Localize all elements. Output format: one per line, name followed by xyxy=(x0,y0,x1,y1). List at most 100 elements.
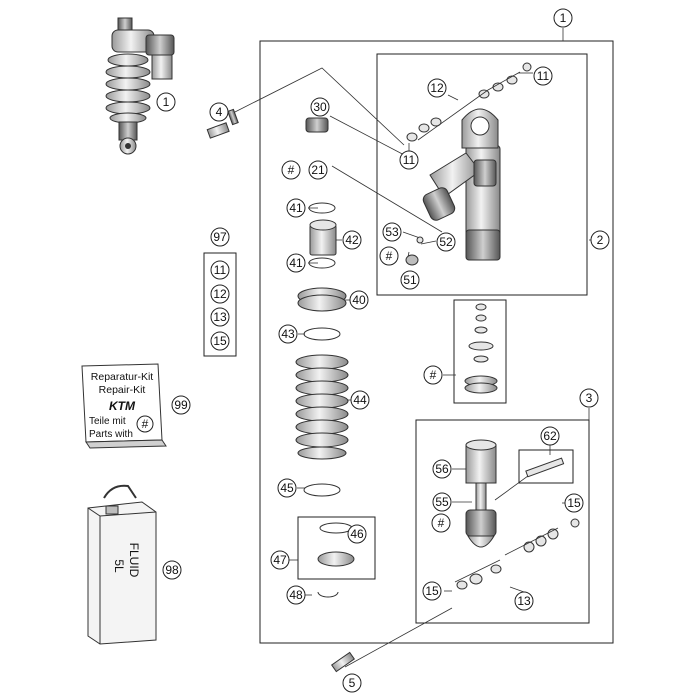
callout-97-text: 97 xyxy=(213,230,227,244)
callout-48 xyxy=(286,585,306,605)
callout-11a-text: 11 xyxy=(537,69,550,83)
callout-46-text: 46 xyxy=(350,527,364,541)
callout-56-text: 56 xyxy=(435,462,449,476)
spring-icon xyxy=(295,354,349,460)
callout-99 xyxy=(171,395,191,415)
kit97-15 xyxy=(210,331,230,351)
callout-62-text: 62 xyxy=(543,429,557,443)
callouts xyxy=(156,8,610,693)
callout-5 xyxy=(342,673,362,693)
assembly-2-frame xyxy=(376,53,588,296)
repair-kit-line3: Teile mit xyxy=(89,416,126,427)
callout-3-text: 3 xyxy=(586,391,593,405)
kit97-11-text: 11 xyxy=(214,263,227,277)
callout-2 xyxy=(590,230,610,250)
callout-41a-text: 41 xyxy=(289,201,303,215)
repair-kit-line2: Repair-Kit xyxy=(99,384,146,396)
main-assembly-frame xyxy=(259,40,614,644)
fluid-can-icon: FLUID 5L xyxy=(87,484,157,645)
callout-53-text: 53 xyxy=(385,225,399,239)
callout-42 xyxy=(342,230,362,250)
callout-15b-text: 15 xyxy=(425,584,439,598)
callout-hash-21 xyxy=(281,160,301,180)
repair-kit-card-icon: Reparatur-Kit Repair-Kit KTM Teile mit P… xyxy=(81,363,167,449)
callout-15b xyxy=(422,581,442,601)
callout-1-top xyxy=(553,8,573,28)
callout-41b-text: 41 xyxy=(289,256,303,270)
callout-41a xyxy=(286,198,306,218)
washer-group-frame xyxy=(297,516,376,580)
callout-hash-55-text: # xyxy=(438,516,445,530)
callout-4 xyxy=(209,102,229,122)
callout-3 xyxy=(579,388,599,408)
repair-kit-line1: Reparatur-Kit xyxy=(91,371,154,383)
piston-rod-assembly xyxy=(454,439,580,590)
callout-98-text: 98 xyxy=(165,563,179,577)
callout-21-text: 21 xyxy=(311,163,325,177)
callout-4-text: 4 xyxy=(216,105,223,119)
callout-13 xyxy=(514,591,534,611)
leader-lines xyxy=(228,28,600,683)
callout-43 xyxy=(278,324,298,344)
callout-51-text: 51 xyxy=(403,273,417,287)
callout-43-text: 43 xyxy=(281,327,295,341)
kit-97-frame xyxy=(203,252,237,357)
callout-30 xyxy=(310,97,330,117)
callout-11a xyxy=(533,66,553,86)
callout-5-text: 5 xyxy=(349,676,356,690)
kit97-13-text: 13 xyxy=(213,310,227,324)
callout-12-text: 12 xyxy=(430,81,444,95)
callout-55 xyxy=(432,492,452,512)
callout-97 xyxy=(210,227,230,247)
fluid-can-label-2: 5L xyxy=(112,559,126,573)
callout-47 xyxy=(270,550,290,570)
callout-46 xyxy=(347,524,367,544)
kit97-12 xyxy=(210,284,230,304)
callout-hash-53 xyxy=(379,246,399,266)
callout-52 xyxy=(436,232,456,252)
callout-30-text: 30 xyxy=(313,100,327,114)
callout-labels: 1 1 2 3 4 5 11 11 12 13 15 15 21 30 40 4… xyxy=(163,11,604,690)
callout-11b xyxy=(399,150,419,170)
fluid-can-label-1: FLUID xyxy=(127,543,141,578)
callout-55-text: 55 xyxy=(435,495,449,509)
callout-51 xyxy=(400,270,420,290)
callout-15a-text: 15 xyxy=(567,496,581,510)
ktm-logo: KTM xyxy=(109,399,136,413)
callout-99-text: 99 xyxy=(174,398,188,412)
callout-53 xyxy=(382,222,402,242)
kit97-12-text: 12 xyxy=(213,287,227,301)
kit97-11 xyxy=(210,260,230,280)
callout-11b-text: 11 xyxy=(403,153,416,167)
callout-hash-55 xyxy=(431,513,451,533)
seal-kit-frame xyxy=(453,299,507,404)
callout-15a xyxy=(564,493,584,513)
repair-kit-line4: Parts with xyxy=(89,429,133,440)
callout-42-text: 42 xyxy=(345,233,359,247)
callout-1-thumb xyxy=(156,92,176,112)
kit97-13 xyxy=(210,307,230,327)
assembly-3-frame xyxy=(415,419,590,624)
callout-hash-21-text: # xyxy=(288,163,295,177)
reservoir-body xyxy=(405,62,532,266)
callout-1-thumb-text: 1 xyxy=(163,95,170,109)
callout-44-text: 44 xyxy=(353,393,367,407)
callout-45-text: 45 xyxy=(280,481,294,495)
callout-98 xyxy=(162,560,182,580)
callout-62 xyxy=(540,426,560,446)
repair-kit-hash: # xyxy=(142,417,149,431)
shock-absorber-icon xyxy=(105,17,175,155)
callout-44 xyxy=(350,390,370,410)
callout-41b xyxy=(286,253,306,273)
callout-48-text: 48 xyxy=(289,588,303,602)
callout-hash-53-text: # xyxy=(386,249,393,263)
callout-hash-kit xyxy=(423,365,443,385)
callout-2-text: 2 xyxy=(597,233,604,247)
callout-12 xyxy=(427,78,447,98)
callout-40 xyxy=(349,290,369,310)
callout-1-top-text: 1 xyxy=(560,11,567,25)
callout-47-text: 47 xyxy=(273,553,287,567)
callout-56 xyxy=(432,459,452,479)
callout-21 xyxy=(308,160,328,180)
